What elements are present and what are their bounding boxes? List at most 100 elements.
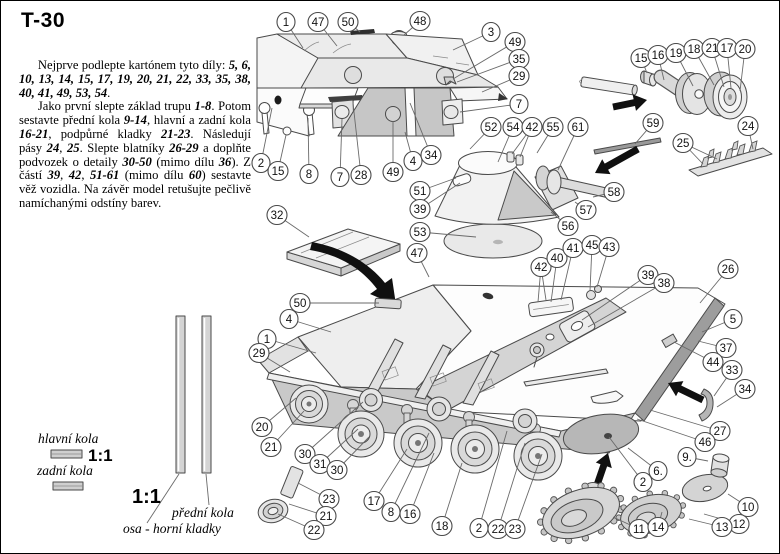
part-callout-25: 25 <box>672 132 718 165</box>
svg-text:18: 18 <box>688 44 701 56</box>
svg-text:23: 23 <box>323 494 336 506</box>
part-callout-23: 23 <box>504 453 543 540</box>
svg-text:49: 49 <box>509 37 522 49</box>
wheel-assembly-diagram <box>578 69 748 120</box>
svg-text:23: 23 <box>509 524 522 536</box>
part-callout-6.: 6. <box>627 447 668 482</box>
axle-sleeve <box>640 70 657 87</box>
svg-text:50: 50 <box>342 17 355 29</box>
part-callout-23: 23 <box>297 482 340 510</box>
part-callout-14: 14 <box>647 511 669 538</box>
svg-text:26: 26 <box>722 264 735 276</box>
part-callout-16: 16 <box>399 452 435 525</box>
part-callout-29: 29 <box>481 65 530 93</box>
wheel-disc <box>675 72 712 115</box>
svg-text:59: 59 <box>647 118 660 130</box>
part-callout-11: 11 <box>612 516 650 540</box>
svg-text:5: 5 <box>730 314 736 326</box>
svg-text:33: 33 <box>726 365 739 377</box>
svg-text:42: 42 <box>526 122 539 134</box>
part-callout-31: 31 <box>309 428 359 475</box>
part-callout-5: 5 <box>701 308 743 333</box>
svg-text:34: 34 <box>739 384 752 396</box>
part-callout-22: 22 <box>277 513 325 541</box>
part-callout-4: 4 <box>279 308 332 333</box>
svg-text:45: 45 <box>586 240 599 252</box>
part-callout-17: 17 <box>716 37 738 89</box>
svg-text:51: 51 <box>414 186 427 198</box>
svg-text:2: 2 <box>640 477 646 489</box>
part-callout-49: 49 <box>382 121 404 183</box>
assembly-arrow-fender <box>668 381 705 404</box>
main-hull-diagram <box>257 242 726 524</box>
part-callout-32: 32 <box>266 204 310 238</box>
svg-text:11: 11 <box>633 524 645 536</box>
part-callout-50: 50 <box>337 11 361 33</box>
svg-text:53: 53 <box>414 227 427 239</box>
part-callout-54: 54 <box>497 116 524 163</box>
svg-text:13: 13 <box>716 522 729 534</box>
glacis-fins <box>366 338 500 406</box>
part-callout-52: 52 <box>469 116 502 150</box>
part-callout-39: 39 <box>409 182 461 220</box>
part-callout-57: 57 <box>574 199 597 221</box>
part-callout-38: 38 <box>587 272 675 328</box>
part-callout-1: 1 <box>276 11 304 49</box>
svg-text:40: 40 <box>551 253 564 265</box>
part-callout-34: 34 <box>716 378 756 408</box>
svg-text:37: 37 <box>720 343 733 355</box>
svg-text:8: 8 <box>388 507 394 519</box>
svg-text:52: 52 <box>485 122 498 134</box>
assembly-arrow-turret <box>595 145 640 175</box>
part-callout-29: 29 <box>248 342 291 373</box>
part-callout-39: 39 <box>581 264 659 321</box>
part-callout-2: 2 <box>469 430 508 539</box>
part-callout-35: 35 <box>456 48 530 83</box>
hull-front-diagram <box>256 29 508 137</box>
svg-text:29: 29 <box>253 348 266 360</box>
part-callout-18: 18 <box>683 38 715 86</box>
part-callout-44: 44 <box>673 341 724 373</box>
part-callout-21: 21 <box>260 410 305 458</box>
svg-text:46: 46 <box>699 437 712 449</box>
svg-text:17: 17 <box>721 43 734 55</box>
svg-text:57: 57 <box>580 205 593 217</box>
svg-text:30: 30 <box>299 449 312 461</box>
svg-text:30: 30 <box>331 465 344 477</box>
rimmed-wheel <box>703 71 748 120</box>
part-callout-20: 20 <box>734 38 756 92</box>
svg-text:47: 47 <box>411 248 424 260</box>
part-callout-48: 48 <box>403 10 431 36</box>
svg-text:1: 1 <box>264 334 270 346</box>
svg-text:2: 2 <box>476 523 482 535</box>
svg-text:61: 61 <box>572 122 585 134</box>
svg-text:39: 39 <box>642 270 655 282</box>
part-callout-2: 2 <box>251 107 273 174</box>
part-callout-50: 50 <box>289 292 379 314</box>
part-callout-16: 16 <box>647 44 669 81</box>
part-callout-28: 28 <box>350 102 372 186</box>
part-callout-19: 19 <box>665 42 694 87</box>
label-rear-wheels: zadní kola <box>37 463 93 478</box>
svg-text:25: 25 <box>677 138 690 150</box>
svg-text:27: 27 <box>714 426 727 438</box>
svg-text:6.: 6. <box>653 466 663 478</box>
svg-text:1: 1 <box>283 17 289 29</box>
label-axle-top-rollers: osa - horní kladky <box>123 521 221 536</box>
svg-text:29: 29 <box>513 71 526 83</box>
svg-text:9.: 9. <box>682 452 692 464</box>
part-callout-47: 47 <box>307 11 338 47</box>
svg-text:44: 44 <box>707 357 720 369</box>
svg-text:12: 12 <box>733 519 746 531</box>
svg-text:7: 7 <box>516 99 522 111</box>
part-callout-2: 2 <box>608 436 653 493</box>
svg-text:15: 15 <box>635 53 648 65</box>
assembly-arrow-right <box>612 94 647 111</box>
svg-text:20: 20 <box>739 44 752 56</box>
svg-text:4: 4 <box>286 314 293 326</box>
part-callout-37: 37 <box>697 337 737 359</box>
part-callout-30: 30 <box>294 401 364 465</box>
part-callout-13: 13 <box>688 516 733 538</box>
